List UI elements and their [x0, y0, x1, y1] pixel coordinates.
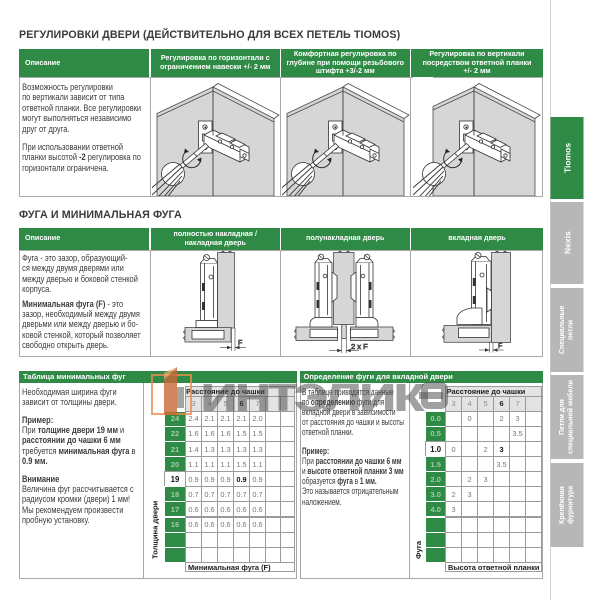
svg-text:F: F: [238, 340, 242, 347]
svg-text:2 x F: 2 x F: [351, 342, 368, 351]
svg-text:F: F: [498, 343, 502, 350]
